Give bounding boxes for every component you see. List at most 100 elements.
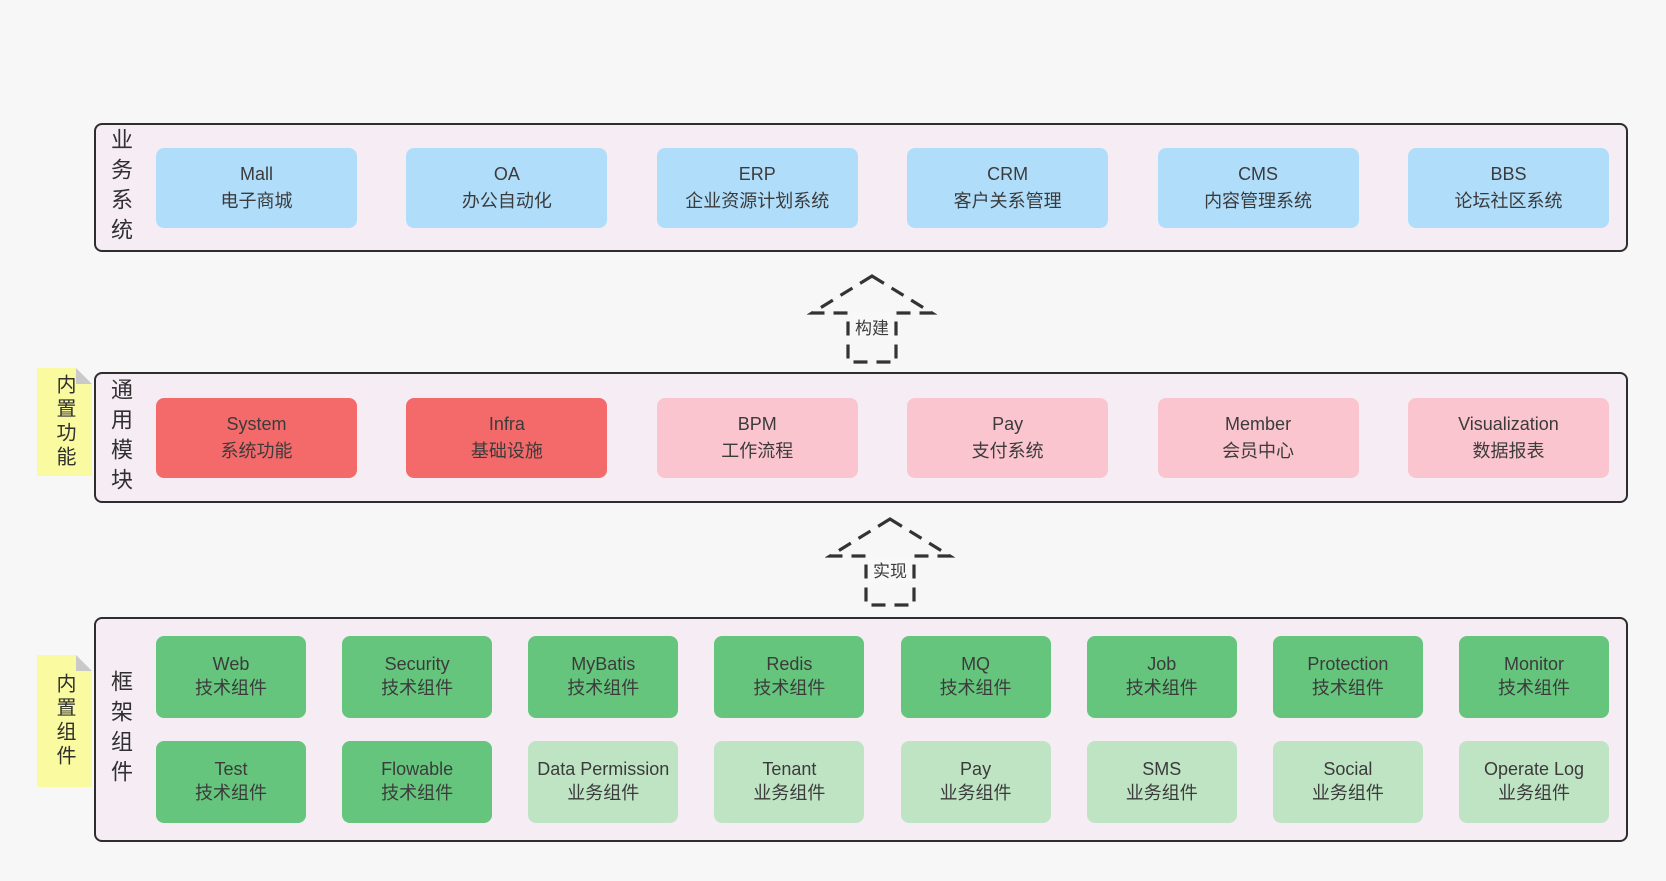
box-subtitle: 技术组件 [195,783,267,803]
box-subtitle: 业务组件 [939,783,1012,803]
panel-common-modules: 通用模块 System 系统功能 Infra 基础设施 BPM 工作流程 Pay… [94,372,1628,503]
box-title: CMS [1238,163,1279,184]
box-mybatis: MyBatis 技术组件 [528,636,679,718]
framework-row-1: Web 技术组件 Security 技术组件 MyBatis 技术组件 Redi… [156,636,1609,718]
box-title: Job [1147,654,1177,675]
box-title: ERP [738,163,776,184]
box-erp: ERP 企业资源计划系统 [656,147,858,228]
panel-business-systems-label: 业务系统 [108,127,133,248]
box-pay-component: Pay 业务组件 [900,741,1051,823]
box-title: BBS [1490,163,1527,184]
box-subtitle: 业务组件 [1497,783,1570,803]
box-subtitle: 技术组件 [753,678,826,698]
box-cms: CMS 内容管理系统 [1157,147,1359,228]
box-subtitle: 业务组件 [1311,783,1384,803]
box-title: Redis [766,654,813,675]
box-title: Tenant [762,759,817,780]
box-visualization: Visualization 数据报表 [1407,397,1609,478]
box-title: Infra [488,413,525,434]
box-job: Job 技术组件 [1086,636,1237,718]
box-title: Test [214,759,248,780]
box-social: Social 业务组件 [1272,741,1423,823]
panel-framework-components-label: 框架组件 [108,669,133,790]
box-subtitle: 技术组件 [195,678,267,698]
business-systems-row: Mall 电子商城 OA 办公自动化 ERP 企业资源计划系统 CRM 客户关系… [156,125,1609,250]
box-bbs: BBS 论坛社区系统 [1407,147,1609,228]
box-title: SMS [1142,759,1182,780]
panel-business-systems: 业务系统 Mall 电子商城 OA 办公自动化 ERP 企业资源计划系统 CRM… [94,123,1628,252]
sticky-note-label: 内置组件 [53,673,75,769]
panel-common-modules-label: 通用模块 [108,377,133,498]
box-crm: CRM 客户关系管理 [907,147,1109,228]
box-subtitle: 技术组件 [381,783,454,803]
sticky-note-built-in-features: 内置功能 [37,368,92,476]
box-subtitle: 技术组件 [381,678,454,698]
box-infra: Infra 基础设施 [406,397,608,478]
box-subtitle: 工作流程 [721,440,794,461]
box-data-permission: Data Permission 业务组件 [528,741,679,823]
box-title: Security [384,654,450,675]
box-subtitle: 内容管理系统 [1204,190,1313,211]
box-subtitle: 企业资源计划系统 [685,190,830,211]
box-title: Web [212,654,250,675]
box-title: CRM [987,163,1029,184]
box-title: Pay [960,759,992,780]
box-title: Protection [1307,654,1389,675]
box-redis: Redis 技术组件 [714,636,865,718]
box-web: Web 技术组件 [156,636,306,718]
box-operate-log: Operate Log 业务组件 [1458,741,1609,823]
box-title: Operate Log [1483,759,1585,780]
panel-framework-components: 框架组件 Web 技术组件 Security 技术组件 MyBatis 技术组件… [94,617,1628,842]
box-title: OA [493,163,520,184]
framework-components-rows: Web 技术组件 Security 技术组件 MyBatis 技术组件 Redi… [156,619,1609,840]
box-bpm: BPM 工作流程 [656,397,858,478]
box-tenant: Tenant 业务组件 [714,741,865,823]
box-title: Data Permission [537,759,670,780]
box-security: Security 技术组件 [342,636,493,718]
box-subtitle: 技术组件 [939,678,1012,698]
box-system: System 系统功能 [156,397,357,478]
box-subtitle: 技术组件 [1125,678,1198,698]
arrow-label-implement: 实现 [868,556,912,583]
box-subtitle: 客户关系管理 [953,190,1062,211]
box-title: Pay [992,413,1024,434]
box-title: Social [1323,759,1373,780]
box-subtitle: 支付系统 [971,440,1044,461]
box-subtitle: 数据报表 [1472,440,1545,461]
box-title: System [226,413,287,434]
box-title: Member [1225,413,1292,434]
box-title: Flowable [381,759,454,780]
box-subtitle: 论坛社区系统 [1454,190,1563,211]
box-subtitle: 电子商城 [220,190,293,211]
box-member: Member 会员中心 [1157,397,1359,478]
box-subtitle: 业务组件 [753,783,826,803]
sticky-note-built-in-components: 内置组件 [37,655,92,787]
box-subtitle: 业务组件 [567,783,640,803]
sticky-note-label: 内置功能 [53,374,75,470]
arrow-label-build: 构建 [850,313,894,340]
box-subtitle: 系统功能 [220,440,293,461]
dashed-up-arrow-build-icon: 构建 [807,273,937,365]
box-subtitle: 办公自动化 [461,190,552,211]
box-subtitle: 基础设施 [470,440,543,461]
box-subtitle: 技术组件 [1311,678,1384,698]
box-monitor: Monitor 技术组件 [1458,636,1609,718]
box-subtitle: 业务组件 [1125,783,1198,803]
box-oa: OA 办公自动化 [406,147,608,228]
box-subtitle: 会员中心 [1222,440,1295,461]
box-sms: SMS 业务组件 [1086,741,1237,823]
framework-row-2: Test 技术组件 Flowable 技术组件 Data Permission … [156,741,1609,823]
box-test: Test 技术组件 [156,741,306,823]
box-title: Monitor [1503,654,1564,675]
box-title: MQ [961,654,991,675]
box-title: MyBatis [571,654,636,675]
box-mall: Mall 电子商城 [156,147,357,228]
box-subtitle: 技术组件 [567,678,640,698]
dashed-up-arrow-implement-icon: 实现 [825,516,955,608]
box-pay: Pay 支付系统 [907,397,1109,478]
box-subtitle: 技术组件 [1497,678,1570,698]
box-protection: Protection 技术组件 [1272,636,1423,718]
box-title: Mall [239,163,273,184]
common-modules-row: System 系统功能 Infra 基础设施 BPM 工作流程 Pay 支付系统… [156,374,1609,501]
box-mq: MQ 技术组件 [900,636,1051,718]
